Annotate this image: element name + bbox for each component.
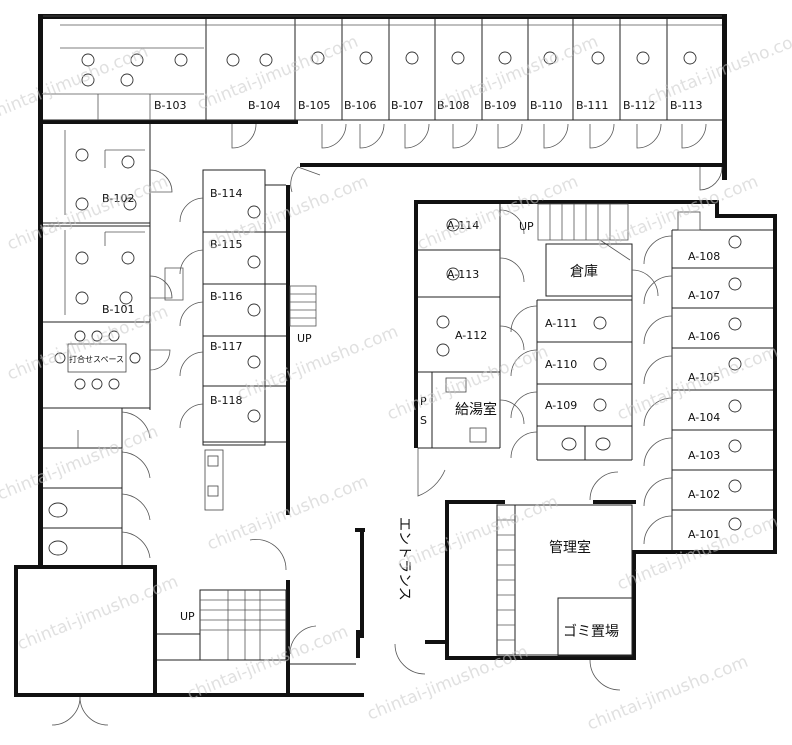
kitchenette-label: 給湯室 <box>455 401 497 418</box>
room-a107: A-107 <box>688 289 720 302</box>
room-b105: B-105 <box>298 99 331 112</box>
room-b115: B-115 <box>210 238 243 251</box>
watermark: chintai-jimusho.com <box>394 492 561 575</box>
management-area <box>496 504 633 691</box>
room-b114: B-114 <box>210 187 243 200</box>
watermark: chintai-jimusho.com <box>584 652 751 735</box>
north-wing-partitions <box>43 15 722 121</box>
room-b109: B-109 <box>484 99 517 112</box>
a-block-east <box>643 211 773 550</box>
stair-a <box>537 203 631 261</box>
watermarks: chintai-jimusho.com chintai-jimusho.com … <box>0 27 792 735</box>
stair-up-label-b-center: UP <box>297 332 312 345</box>
room-b111: B-111 <box>576 99 609 112</box>
room-b102: B-102 <box>102 192 135 205</box>
west-restrooms <box>43 408 151 565</box>
room-a112: A-112 <box>455 329 487 342</box>
watermark: chintai-jimusho.com <box>0 422 161 505</box>
room-b112: B-112 <box>623 99 656 112</box>
watermark: chintai-jimusho.com <box>184 622 351 705</box>
a-block-center <box>510 243 659 501</box>
room-a110: A-110 <box>545 358 577 371</box>
room-b118: B-118 <box>210 394 243 407</box>
room-a104: A-104 <box>688 411 720 424</box>
room-b117: B-117 <box>210 340 243 353</box>
room-a102: A-102 <box>688 488 720 501</box>
room-a114: A-114 <box>447 219 479 232</box>
meeting-space-label: 打合せスペース <box>69 354 124 364</box>
north-wing-doors <box>231 123 723 193</box>
room-b104: B-104 <box>248 99 281 112</box>
room-b106: B-106 <box>344 99 377 112</box>
room-a113: A-113 <box>447 268 479 281</box>
storage-label: 倉庫 <box>570 263 598 280</box>
room-a108: A-108 <box>688 250 720 263</box>
entrance-label: エントランス <box>396 517 412 601</box>
central-b-rooms <box>179 169 286 511</box>
room-a109: A-109 <box>545 399 577 412</box>
room-b103: B-103 <box>154 99 187 112</box>
room-a103: A-103 <box>688 449 720 462</box>
west-chairs <box>54 148 141 390</box>
outer-walls <box>14 14 777 697</box>
room-a105: A-105 <box>688 371 720 384</box>
stair-up-label-b-lower: UP <box>180 610 195 623</box>
room-b116: B-116 <box>210 290 243 303</box>
room-b108: B-108 <box>437 99 470 112</box>
management-office-label: 管理室 <box>549 539 591 556</box>
stair-b-center <box>289 285 317 327</box>
west-rooms <box>43 124 151 410</box>
ps-label-p: P <box>420 395 427 408</box>
stair-up-label-a: UP <box>519 220 534 233</box>
entrance-frame <box>355 448 446 675</box>
west-doors <box>149 169 184 371</box>
room-b107: B-107 <box>391 99 424 112</box>
room-b110: B-110 <box>530 99 563 112</box>
stair-b-lower <box>51 539 356 726</box>
ps-label-s: S <box>420 414 427 427</box>
north-wing-chairs <box>81 51 697 87</box>
watermark: chintai-jimusho.com <box>4 172 171 255</box>
room-labels: B-103 B-104 B-105 B-106 B-107 B-108 B-10… <box>69 99 720 640</box>
room-a101: A-101 <box>688 528 720 541</box>
room-b101: B-101 <box>102 303 135 316</box>
room-b113: B-113 <box>670 99 703 112</box>
watermark: chintai-jimusho.com <box>414 172 581 255</box>
room-a111: A-111 <box>545 317 577 330</box>
room-a106: A-106 <box>688 330 720 343</box>
garbage-area-label: ゴミ置場 <box>563 623 619 640</box>
a-block-west <box>418 204 525 449</box>
